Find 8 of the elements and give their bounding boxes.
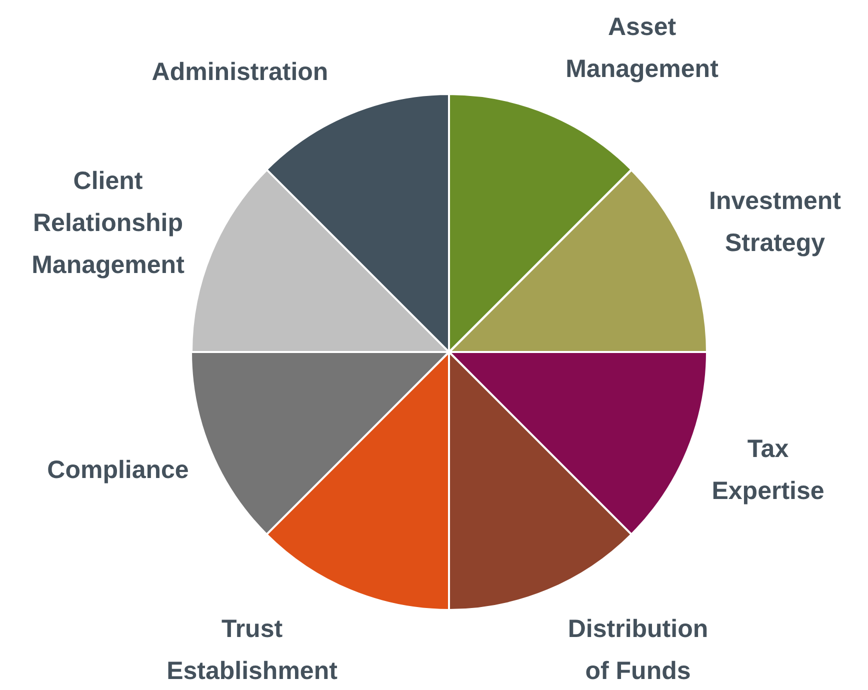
slice-label: Asset Management — [564, 12, 720, 85]
slice-label: Client Relationship Management — [30, 166, 186, 281]
slice-label: Trust Establishment — [166, 614, 338, 687]
slice-label: Distribution of Funds — [566, 614, 710, 687]
slice-label: Administration — [150, 57, 330, 88]
slice-label: Tax Expertise — [710, 434, 826, 507]
slice-label: Compliance — [46, 455, 190, 486]
slice-label: Investment Strategy — [708, 186, 842, 259]
